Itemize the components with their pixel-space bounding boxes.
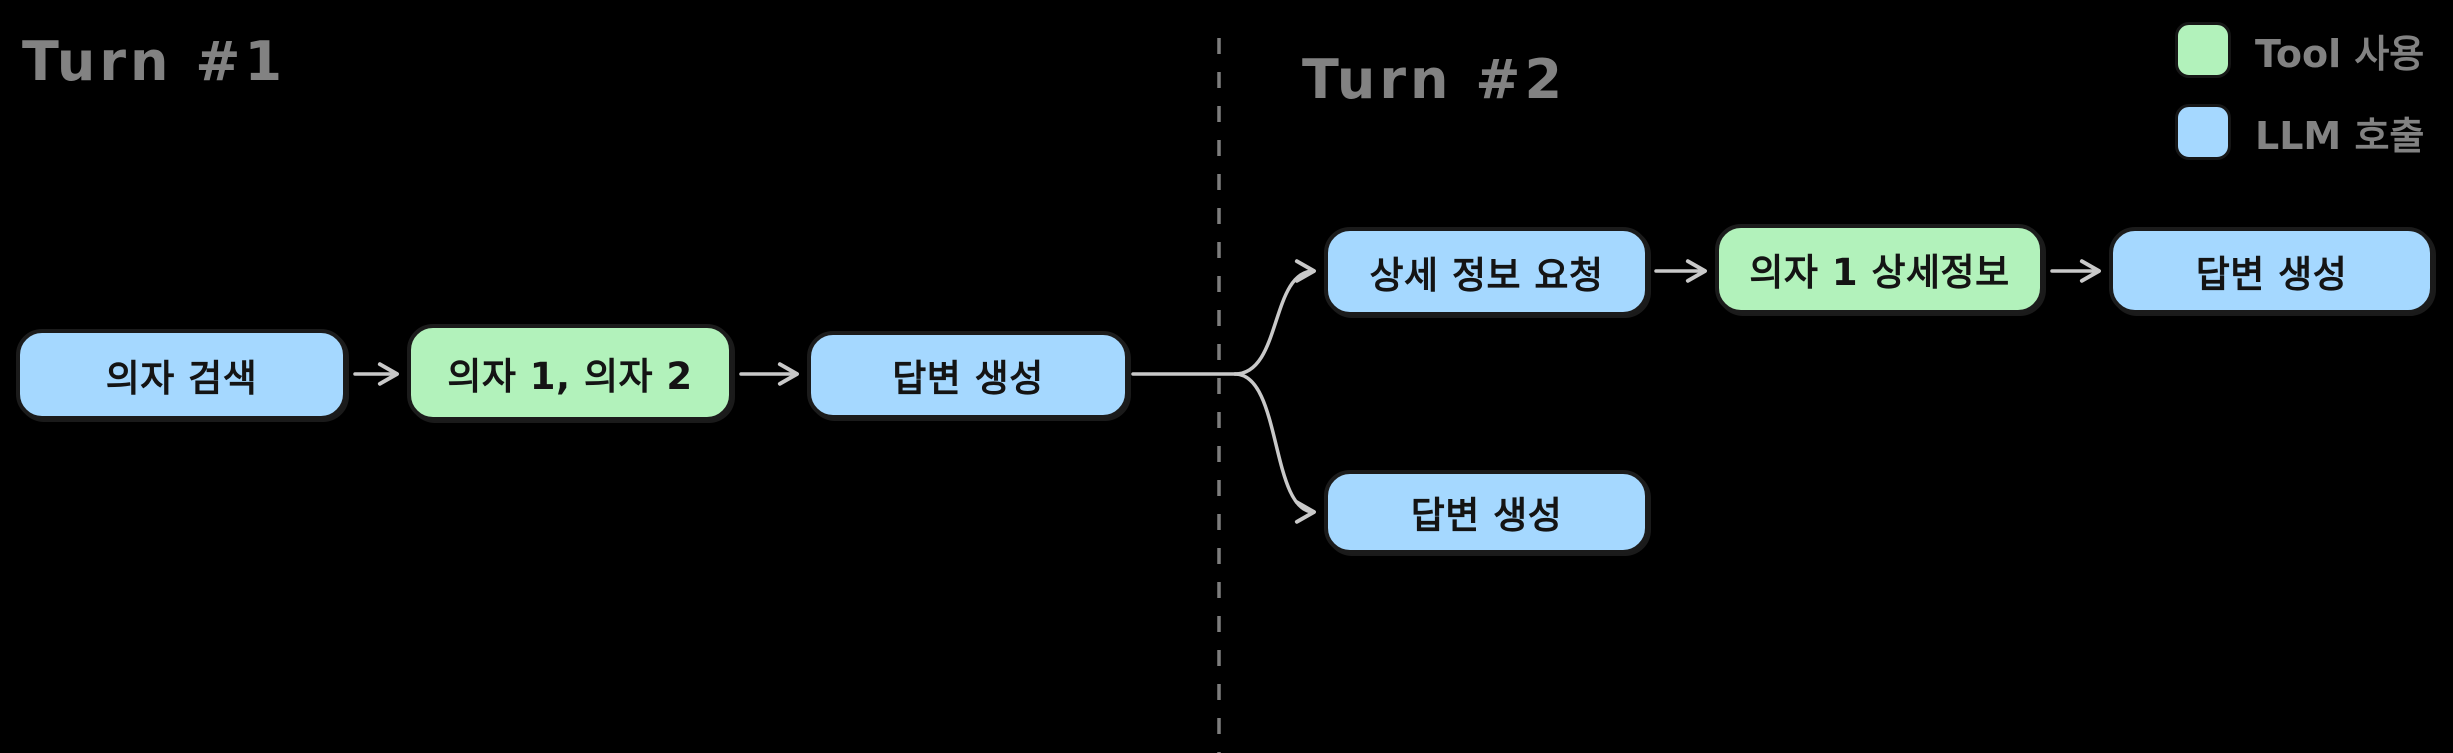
node-label: 답변 생성 — [2195, 252, 2348, 296]
node-label: 의자 검색 — [105, 356, 258, 400]
llm-color-swatch — [2175, 104, 2231, 160]
node-label: 의자 1, 의자 2 — [447, 354, 693, 398]
node-answer-turn1: 답변 생성 — [807, 331, 1129, 419]
legend-item-llm: LLM 호출 — [2175, 104, 2424, 160]
turn2-label: Turn #2 — [1302, 48, 1567, 111]
arrow-branch-to-direct-answer — [1233, 372, 1316, 524]
tool-color-swatch — [2175, 22, 2231, 78]
legend: Tool 사용 LLM 호출 — [2175, 22, 2424, 160]
node-chair-detail-info: 의자 1 상세정보 — [1715, 224, 2044, 314]
node-label: 답변 생성 — [1410, 494, 1563, 537]
legend-label-tool: Tool 사용 — [2255, 31, 2425, 76]
arrow-branch-to-detail-request — [1233, 259, 1316, 376]
node-answer-turn2-bottom: 답변 생성 — [1324, 470, 1649, 554]
turn1-label: Turn #1 — [22, 30, 287, 93]
node-detail-request: 상세 정보 요청 — [1324, 227, 1649, 316]
node-chair-results: 의자 1, 의자 2 — [407, 324, 733, 421]
node-label: 상세 정보 요청 — [1369, 253, 1604, 297]
node-label: 답변 생성 — [892, 357, 1044, 400]
legend-label-llm: LLM 호출 — [2255, 113, 2425, 158]
legend-item-tool: Tool 사용 — [2175, 22, 2424, 78]
node-answer-turn2-top: 답변 생성 — [2109, 227, 2434, 314]
node-label: 의자 1 상세정보 — [1749, 251, 2010, 294]
node-chair-search: 의자 검색 — [16, 329, 347, 420]
